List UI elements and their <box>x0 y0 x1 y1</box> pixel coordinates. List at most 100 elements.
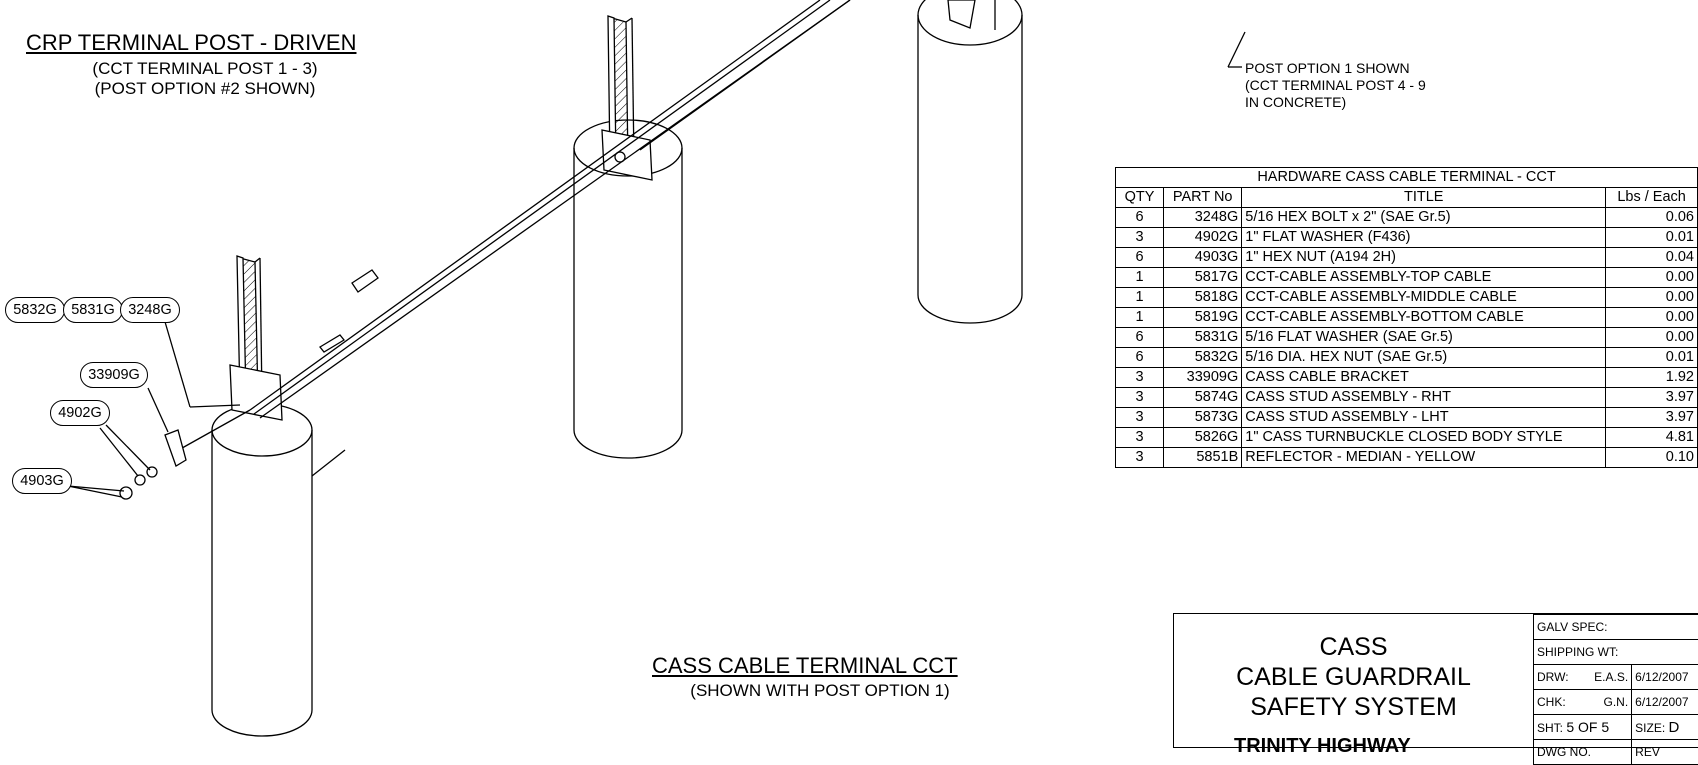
title-cell: CASS STUD ASSEMBLY - LHT <box>1242 408 1606 428</box>
part-cell: 5826G <box>1164 428 1242 448</box>
sht-value: 5 OF 5 <box>1566 719 1609 735</box>
part-cell: 33909G <box>1164 368 1242 388</box>
title-cell: 1" HEX NUT (A194 2H) <box>1242 248 1606 268</box>
part-cell: 5831G <box>1164 328 1242 348</box>
part-cell: 4902G <box>1164 228 1242 248</box>
weight-cell: 1.92 <box>1606 368 1698 388</box>
qty-cell: 6 <box>1116 208 1164 228</box>
header-lbs-each: Lbs / Each <box>1606 188 1698 208</box>
weight-cell: 3.97 <box>1606 408 1698 428</box>
qty-cell: 1 <box>1116 288 1164 308</box>
qty-cell: 3 <box>1116 428 1164 448</box>
drw-label: DRW: <box>1537 670 1569 684</box>
header-title: TITLE <box>1242 188 1606 208</box>
title-cell: 1" CASS TURNBUCKLE CLOSED BODY STYLE <box>1242 428 1606 448</box>
part-cell: 4903G <box>1164 248 1242 268</box>
weight-cell: 0.00 <box>1606 308 1698 328</box>
drw-cell: DRW: E.A.S. <box>1534 665 1632 690</box>
size-cell: SIZE: D <box>1632 715 1698 740</box>
rev: REV <box>1632 740 1698 765</box>
system-name-line-3: SAFETY SYSTEM <box>1174 692 1533 722</box>
part-cell: 5819G <box>1164 308 1242 328</box>
callout-5832g: 5832G <box>5 297 65 323</box>
sht-cell: SHT: 5 OF 5 <box>1534 715 1632 740</box>
drw-date: 6/12/2007 <box>1632 665 1698 690</box>
table-header-row: QTY PART No TITLE Lbs / Each <box>1116 188 1698 208</box>
qty-cell: 6 <box>1116 348 1164 368</box>
shipping-wt: SHIPPING WT: <box>1534 640 1698 665</box>
callout-3248g: 3248G <box>120 297 180 323</box>
left-title: CRP TERMINAL POST - DRIVEN <box>26 30 356 56</box>
callout-4903g: 4903G <box>12 468 72 494</box>
weight-cell: 0.00 <box>1606 328 1698 348</box>
galv-spec: GALV SPEC: <box>1534 615 1698 640</box>
qty-cell: 3 <box>1116 388 1164 408</box>
chk-by: G.N. <box>1604 695 1629 709</box>
system-name-line-2: CABLE GUARDRAIL <box>1174 662 1533 692</box>
dwg-no: DWG NO. <box>1534 740 1632 765</box>
title-cell: 1" FLAT WASHER (F436) <box>1242 228 1606 248</box>
weight-cell: 0.10 <box>1606 448 1698 468</box>
weight-cell: 0.01 <box>1606 228 1698 248</box>
post-note-line-1: POST OPTION 1 SHOWN <box>1245 60 1410 76</box>
title-cell: 5/16 DIA. HEX NUT (SAE Gr.5) <box>1242 348 1606 368</box>
title-cell: CCT-CABLE ASSEMBLY-BOTTOM CABLE <box>1242 308 1606 328</box>
left-post <box>212 256 345 736</box>
callout-33909g: 33909G <box>80 362 148 388</box>
post-note-line-3: IN CONCRETE) <box>1245 94 1346 110</box>
title-cell: CASS STUD ASSEMBLY - RHT <box>1242 388 1606 408</box>
qty-cell: 3 <box>1116 408 1164 428</box>
system-name: CASS CABLE GUARDRAIL SAFETY SYSTEM <box>1174 614 1533 722</box>
size-label: SIZE: <box>1635 721 1665 735</box>
qty-cell: 1 <box>1116 268 1164 288</box>
company-name: TRINITY HIGHWAY <box>1234 735 1411 758</box>
qty-cell: 6 <box>1116 248 1164 268</box>
qty-cell: 1 <box>1116 308 1164 328</box>
weight-cell: 4.81 <box>1606 428 1698 448</box>
title-cell: CCT-CABLE ASSEMBLY-MIDDLE CABLE <box>1242 288 1606 308</box>
weight-cell: 0.06 <box>1606 208 1698 228</box>
right-post <box>918 0 1022 323</box>
title-cell: CASS CABLE BRACKET <box>1242 368 1606 388</box>
system-name-line-1: CASS <box>1174 632 1533 662</box>
weight-cell: 3.97 <box>1606 388 1698 408</box>
weight-cell: 0.01 <box>1606 348 1698 368</box>
part-cell: 3248G <box>1164 208 1242 228</box>
weight-cell: 0.00 <box>1606 268 1698 288</box>
center-title: CASS CABLE TERMINAL CCT <box>652 653 958 679</box>
header-part-no: PART No <box>1164 188 1242 208</box>
qty-cell: 3 <box>1116 368 1164 388</box>
part-cell: 5832G <box>1164 348 1242 368</box>
header-qty: QTY <box>1116 188 1164 208</box>
left-subtitle-2: (POST OPTION #2 SHOWN) <box>50 79 360 99</box>
title-block: CASS CABLE GUARDRAIL SAFETY SYSTEM GALV … <box>1173 613 1698 748</box>
post-note-line-2: (CCT TERMINAL POST 4 - 9 <box>1245 77 1426 93</box>
qty-cell: 3 <box>1116 448 1164 468</box>
middle-post <box>574 16 682 458</box>
title-cell: REFLECTOR - MEDIAN - YELLOW <box>1242 448 1606 468</box>
sht-label: SHT: <box>1537 721 1563 735</box>
bracket-hardware <box>120 430 186 499</box>
drw-by: E.A.S. <box>1594 670 1628 684</box>
title-cell: 5/16 FLAT WASHER (SAE Gr.5) <box>1242 328 1606 348</box>
part-cell: 5874G <box>1164 388 1242 408</box>
chk-label: CHK: <box>1537 695 1566 709</box>
chk-cell: CHK: G.N. <box>1534 690 1632 715</box>
chk-date: 6/12/2007 <box>1632 690 1698 715</box>
title-cell: 5/16 HEX BOLT x 2" (SAE Gr.5) <box>1242 208 1606 228</box>
callout-4902g: 4902G <box>50 400 110 426</box>
hardware-table-title: HARDWARE CASS CABLE TERMINAL - CCT <box>1116 168 1698 188</box>
